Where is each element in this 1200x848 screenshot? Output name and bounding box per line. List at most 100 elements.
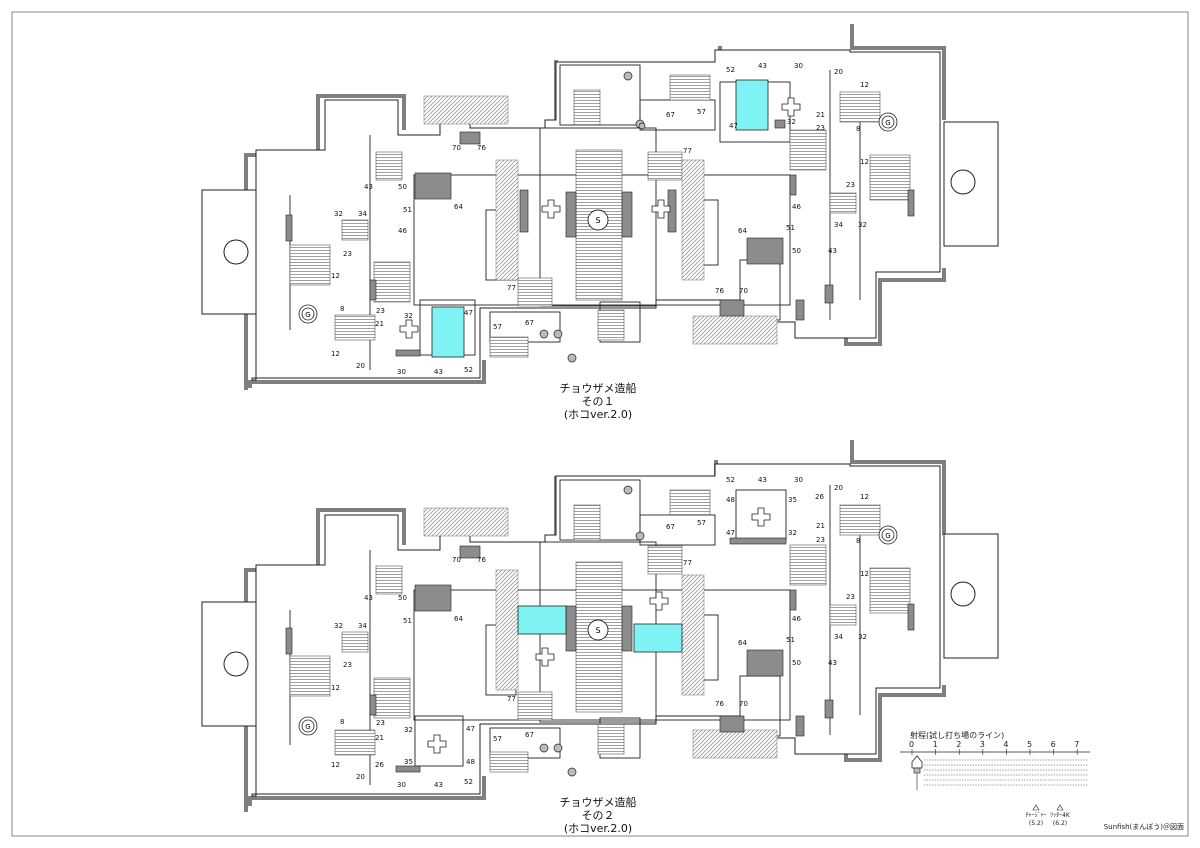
map2-spawn-left-ring-inner bbox=[301, 719, 315, 733]
map1-right-base-circle bbox=[950, 169, 976, 195]
distance-label: 43 bbox=[758, 476, 767, 484]
squid-icon bbox=[911, 755, 923, 790]
map1-spawn-right-ring-inner bbox=[881, 115, 895, 129]
distance-label: 32 bbox=[787, 118, 796, 126]
distance-label: 51 bbox=[786, 224, 795, 232]
map-one: S G G 43 30 20 12 52 67 57 47 21 23 8 32… bbox=[201, 24, 999, 390]
legend-tick-label: 5 bbox=[1027, 740, 1033, 749]
map1-spawn-left-ring-inner bbox=[301, 307, 315, 321]
legend-markers bbox=[1032, 804, 1064, 811]
legend-tick-label: 7 bbox=[1074, 740, 1080, 749]
map1-spawn-left: G bbox=[305, 311, 310, 319]
distance-label: 70 bbox=[452, 556, 461, 564]
distance-label: 47 bbox=[466, 725, 475, 733]
map2-water-right bbox=[633, 623, 683, 653]
legend-tick-label: 2 bbox=[956, 740, 962, 749]
charger-marker-icon bbox=[1032, 804, 1040, 811]
map2-center-marker-ring bbox=[587, 619, 609, 641]
distance-label: 20 bbox=[834, 484, 843, 492]
legend-marker2-value: (6.2) bbox=[1052, 820, 1068, 827]
map1-center-marker: S bbox=[595, 216, 600, 225]
distance-label: 77 bbox=[683, 147, 692, 155]
legend-marker1-label: ﾁｬｰｼﾞｬｰ bbox=[1025, 812, 1047, 819]
map2-water-left bbox=[517, 605, 567, 635]
distance-label: 46 bbox=[792, 203, 801, 211]
legend-tick-label: 6 bbox=[1050, 740, 1056, 749]
distance-label: 12 bbox=[860, 81, 869, 89]
map2-ramps bbox=[289, 489, 911, 773]
distance-label: 43 bbox=[364, 183, 373, 191]
distance-label: 57 bbox=[493, 323, 502, 331]
distance-label: 48 bbox=[466, 758, 475, 766]
legend-tick-label: 0 bbox=[909, 740, 915, 749]
distance-label: 57 bbox=[493, 735, 502, 743]
distance-label: 47 bbox=[726, 529, 735, 537]
distance-label: 20 bbox=[356, 773, 365, 781]
legend-ticks bbox=[911, 749, 1078, 755]
map2-barrels bbox=[539, 485, 645, 777]
distance-label: 30 bbox=[397, 368, 406, 376]
distance-label: 47 bbox=[464, 309, 473, 317]
distance-label: 57 bbox=[697, 519, 706, 527]
distance-label: 8 bbox=[856, 125, 860, 133]
legend-marker1: ﾁｬｰｼﾞｬｰ (5.2) bbox=[1016, 812, 1056, 828]
distance-label: 8 bbox=[340, 305, 344, 313]
legend-tick-label: 1 bbox=[932, 740, 938, 749]
distance-label: 52 bbox=[726, 476, 735, 484]
distance-label: 50 bbox=[398, 183, 407, 191]
map1-title-line2: その１ bbox=[581, 395, 615, 408]
distance-label: 20 bbox=[834, 68, 843, 76]
distance-label: 43 bbox=[758, 62, 767, 70]
distance-label: 34 bbox=[834, 633, 843, 641]
distance-label: 51 bbox=[786, 636, 795, 644]
distance-label: 50 bbox=[792, 247, 801, 255]
distance-label: 32 bbox=[858, 221, 867, 229]
distance-label: 35 bbox=[404, 758, 413, 766]
distance-label: 8 bbox=[340, 718, 344, 726]
map1-center-marker-ring bbox=[587, 209, 609, 231]
distance-label: 64 bbox=[738, 227, 747, 235]
distance-label: 21 bbox=[816, 522, 825, 530]
map2-crosses bbox=[427, 507, 771, 754]
distance-label: 34 bbox=[358, 622, 367, 630]
distance-label: 20 bbox=[356, 362, 365, 370]
distance-label: 50 bbox=[792, 659, 801, 667]
map1-water-top bbox=[735, 79, 769, 131]
litter-marker-icon bbox=[1056, 804, 1064, 811]
map1-spawn-right: G bbox=[885, 119, 890, 127]
distance-label: 12 bbox=[860, 493, 869, 501]
map1-distance-labels: 43 30 20 12 52 67 57 47 21 23 8 32 70 76… bbox=[331, 62, 869, 376]
map-two: S G G 52 43 30 20 12 26 48 35 67 57 47 3… bbox=[201, 440, 999, 812]
distance-label: 32 bbox=[788, 529, 797, 537]
sheet-border bbox=[11, 11, 1189, 837]
legend-range-lines bbox=[924, 759, 1088, 786]
distance-label: 8 bbox=[856, 537, 860, 545]
distance-label: 52 bbox=[464, 778, 473, 786]
distance-label: 51 bbox=[403, 617, 412, 625]
map1-ramps bbox=[289, 74, 911, 358]
distance-label: 12 bbox=[331, 272, 340, 280]
distance-label: 12 bbox=[331, 684, 340, 692]
map2-title-line1: チョウザメ造船 bbox=[559, 796, 637, 809]
distance-label: 52 bbox=[464, 366, 473, 374]
map2-title-line3: (ホコver.2.0) bbox=[563, 822, 633, 835]
distance-label: 70 bbox=[739, 700, 748, 708]
map1-title-line1: チョウザメ造船 bbox=[559, 382, 637, 395]
legend-marker1-value: (5.2) bbox=[1028, 820, 1044, 827]
distance-label: 30 bbox=[397, 781, 406, 789]
map2-distance-labels: 52 43 30 20 12 26 48 35 67 57 47 32 21 2… bbox=[331, 476, 869, 789]
distance-label: 76 bbox=[715, 287, 724, 295]
distance-label: 64 bbox=[454, 203, 463, 211]
distance-label: 26 bbox=[375, 761, 384, 769]
distance-label: 32 bbox=[334, 210, 343, 218]
distance-label: 32 bbox=[858, 633, 867, 641]
map2-spawn-right: G bbox=[885, 532, 890, 540]
distance-label: 23 bbox=[816, 536, 825, 544]
distance-label: 30 bbox=[794, 62, 803, 70]
distance-label: 30 bbox=[794, 476, 803, 484]
distance-label: 12 bbox=[860, 570, 869, 578]
map2-title: チョウザメ造船 その２ (ホコver.2.0) bbox=[548, 796, 648, 835]
map1-title: チョウザメ造船 その１ (ホコver.2.0) bbox=[548, 382, 648, 421]
distance-label: 23 bbox=[343, 661, 352, 669]
